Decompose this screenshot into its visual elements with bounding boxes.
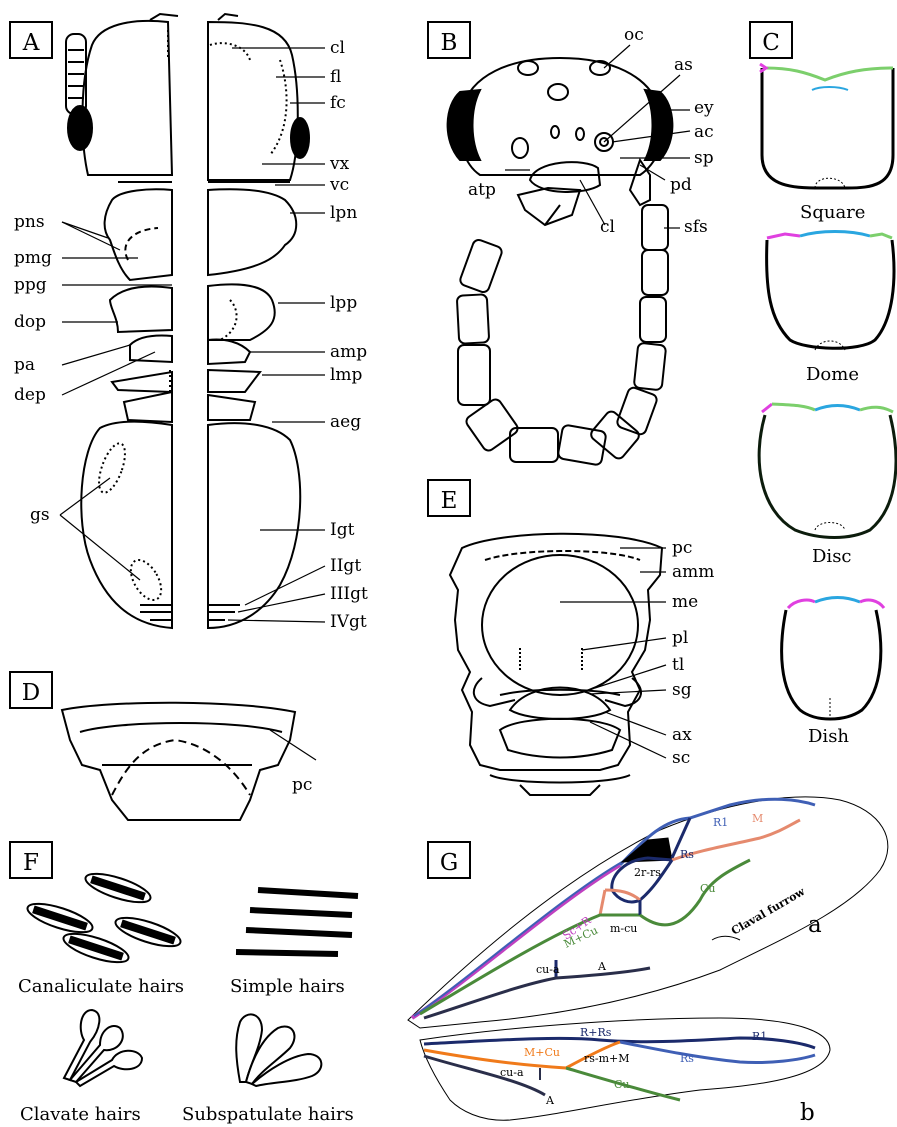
label-aeg: aeg xyxy=(330,412,361,432)
panel-g-letter: G xyxy=(440,850,458,876)
shape-dish xyxy=(782,598,884,720)
label-square: Square xyxy=(800,202,865,223)
vein-label-m: M xyxy=(752,812,763,825)
label-as: as xyxy=(674,55,693,75)
clavate-hairs-drawing xyxy=(64,1010,142,1086)
label-sfs: sfs xyxy=(684,217,708,237)
panel-a-letter: A xyxy=(22,30,40,56)
label-amm: amm xyxy=(672,562,714,582)
label-pl: pl xyxy=(672,628,688,648)
shape-dome xyxy=(767,232,894,351)
label-pmg: pmg xyxy=(14,248,52,268)
label-simple-hairs: Simple hairs xyxy=(230,976,345,997)
hindwing-drawing xyxy=(420,1018,830,1120)
simple-hairs-drawing xyxy=(236,890,358,954)
label-cl-b: cl xyxy=(600,217,615,237)
panel-c-letter: C xyxy=(762,30,780,56)
label-ax: ax xyxy=(672,725,692,745)
label-pd: pd xyxy=(670,175,692,195)
vein-label-hw-m-cu: M+Cu xyxy=(524,1046,560,1059)
label-disc: Disc xyxy=(812,546,852,567)
ant-dorsal-drawing xyxy=(66,14,309,628)
vein-label-hw-cu-a: cu-a xyxy=(500,1066,524,1079)
label-dop: dop xyxy=(14,312,46,332)
label-lpn: lpn xyxy=(330,203,357,223)
label-oc: oc xyxy=(624,25,644,45)
ant-head-frontal-drawing xyxy=(448,58,673,466)
label-dish: Dish xyxy=(808,726,849,747)
label-iiigt: IIIgt xyxy=(330,584,368,604)
vein-label-rs: Rs xyxy=(680,848,694,861)
label-fc: fc xyxy=(330,93,346,113)
label-igt: Igt xyxy=(330,520,355,540)
label-ey: ey xyxy=(694,98,714,118)
vein-label-hw-cu: Cu xyxy=(614,1078,630,1091)
panel-f: F Canaliculate hairs Simple hairs Clavat… xyxy=(10,842,358,1125)
label-dep: dep xyxy=(14,385,46,405)
vein-label-claval-furrow: Claval furrow xyxy=(729,885,808,938)
vein-label-2r-rs: 2r-rs xyxy=(634,866,661,879)
label-pa: pa xyxy=(14,355,35,375)
label-atp: atp xyxy=(468,180,496,200)
label-fl: fl xyxy=(330,67,341,87)
panel-d: D pc xyxy=(10,672,316,820)
panel-a-leaders xyxy=(60,48,325,622)
thorax-dorsal-drawing xyxy=(450,534,662,795)
label-gs: gs xyxy=(30,505,50,525)
label-ppg: ppg xyxy=(14,275,47,295)
forewing-letter: a xyxy=(808,912,822,938)
label-vc: vc xyxy=(329,175,349,195)
label-pc-d: pc xyxy=(292,775,312,795)
vein-label-cu: Cu xyxy=(700,882,716,895)
panel-g: G R1 M Rs 2r-rs Sc+R M+C xyxy=(408,797,888,1126)
label-ac: ac xyxy=(694,122,714,142)
shape-square xyxy=(760,64,893,188)
panel-b-labels: oc as ey ac sp pd atp cl sfs xyxy=(468,25,714,237)
label-iigt: IIgt xyxy=(330,556,361,576)
label-lmp: lmp xyxy=(330,365,363,385)
label-amp: amp xyxy=(330,342,367,362)
label-subspatulate-hairs: Subspatulate hairs xyxy=(182,1104,354,1125)
label-sc: sc xyxy=(672,748,690,768)
panel-a: A xyxy=(10,14,368,632)
label-sp: sp xyxy=(694,148,714,168)
panel-b-letter: B xyxy=(441,30,458,56)
panel-e: E pc amm me pl xyxy=(428,480,714,795)
label-canaliculate-hairs: Canaliculate hairs xyxy=(18,976,184,997)
panel-f-letter: F xyxy=(23,850,39,876)
vein-label-hw-rs: Rs xyxy=(680,1052,694,1065)
label-me: me xyxy=(672,592,698,612)
label-clavate-hairs: Clavate hairs xyxy=(20,1104,141,1125)
label-lpp: lpp xyxy=(330,293,357,313)
panel-d-letter: D xyxy=(22,680,40,706)
label-pc-e: pc xyxy=(672,538,692,558)
vein-label-m-cu-cross: m-cu xyxy=(610,922,637,935)
vein-label-hw-r1: R1 xyxy=(752,1030,767,1043)
label-dome: Dome xyxy=(806,364,859,385)
label-sg: sg xyxy=(672,680,692,700)
shape-disc xyxy=(759,404,896,538)
panel-c: C Square Dome Disc xyxy=(750,22,896,747)
label-pns: pns xyxy=(14,212,45,232)
canaliculate-hairs-drawing xyxy=(25,868,184,968)
label-cl: cl xyxy=(330,38,345,58)
vein-label-rs-m-m: rs-m+M xyxy=(584,1052,630,1065)
hindwing-letter: b xyxy=(800,1100,815,1126)
vein-label-r-rs: R+Rs xyxy=(580,1026,612,1039)
subspatulate-hairs-drawing xyxy=(236,1014,321,1086)
panel-e-letter: E xyxy=(441,488,458,514)
label-ivgt: IVgt xyxy=(330,612,367,632)
panel-b: B xyxy=(428,22,714,466)
label-tl: tl xyxy=(672,655,684,675)
pronotum-drawing xyxy=(62,703,295,820)
panel-e-labels: pc amm me pl tl sg ax sc xyxy=(672,538,714,768)
label-vx: vx xyxy=(329,154,350,174)
vein-label-hw-a: A xyxy=(545,1094,555,1107)
vein-label-a: A xyxy=(597,960,607,973)
vein-label-r1: R1 xyxy=(713,816,728,829)
vein-label-cu-a: cu-a xyxy=(536,963,560,976)
